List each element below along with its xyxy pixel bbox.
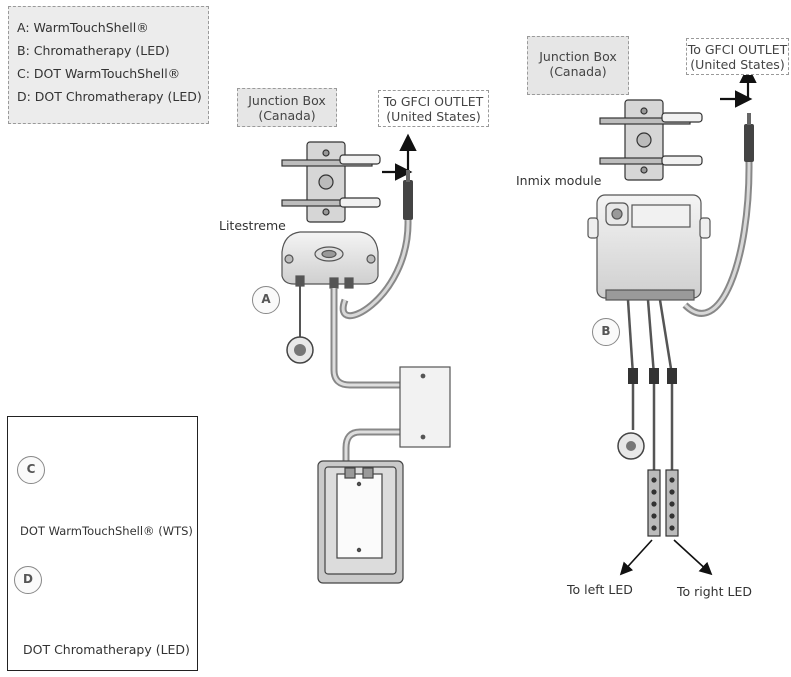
junction-box-right-line1: Junction Box xyxy=(539,49,617,64)
gfci-plug-left-icon xyxy=(339,170,413,320)
led-strip-left-icon xyxy=(647,469,661,537)
litestreme-module-icon xyxy=(281,231,379,289)
accessory-panel xyxy=(7,416,198,671)
panel-caption-c: DOT WarmTouchShell® (WTS) xyxy=(20,524,193,538)
gfci-left-line1: To GFCI OUTLET xyxy=(383,94,484,109)
litestreme-cable-icon xyxy=(330,288,400,470)
led-arrows-icon xyxy=(619,539,713,576)
inmix-module-label: Inmix module xyxy=(516,173,602,188)
wall-switch-icon xyxy=(317,460,404,584)
led-strip-right-icon xyxy=(665,469,679,537)
junction-box-left-label: Junction Box (Canada) xyxy=(237,88,337,127)
legend-item-b: B: Chromatherapy (LED) xyxy=(17,43,170,58)
junction-box-left-line1: Junction Box xyxy=(248,93,326,108)
badge-c: C xyxy=(17,456,45,484)
gfci-arrow-left-icon xyxy=(382,133,417,181)
litestreme-label: Litestreme xyxy=(219,218,286,233)
junction-box-left-line2: (Canada) xyxy=(258,108,316,123)
connector-box-icon xyxy=(399,366,451,448)
gfci-right-label: To GFCI OUTLET (United States) xyxy=(686,38,789,75)
junction-box-right-line2: (Canada) xyxy=(549,64,607,79)
legend-item-a: A: WarmTouchShell® xyxy=(17,20,149,35)
legend-box: A: WarmTouchShell® B: Chromatherapy (LED… xyxy=(8,6,209,124)
badge-a: A xyxy=(252,286,280,314)
warmtouchshell-pendant-icon xyxy=(286,286,314,364)
legend-item-c: C: DOT WarmTouchShell® xyxy=(17,66,181,81)
gfci-right-line1: To GFCI OUTLET xyxy=(687,42,788,57)
gfci-right-line2: (United States) xyxy=(690,57,785,72)
right-led-label: To right LED xyxy=(677,584,752,599)
badge-b: B xyxy=(592,318,620,346)
badge-d: D xyxy=(14,566,42,594)
inmix-wires-icon xyxy=(626,299,677,470)
legend-item-d: D: DOT Chromatherapy (LED) xyxy=(17,89,202,104)
chromatherapy-pendant-icon xyxy=(617,432,645,460)
junction-box-right-icon xyxy=(599,99,703,181)
gfci-left-label: To GFCI OUTLET (United States) xyxy=(378,90,489,127)
gfci-left-line2: (United States) xyxy=(386,109,481,124)
junction-box-left-icon xyxy=(281,141,381,223)
junction-box-right-label: Junction Box (Canada) xyxy=(527,36,629,95)
panel-caption-d: DOT Chromatherapy (LED) xyxy=(23,642,190,657)
left-led-label: To left LED xyxy=(567,582,633,597)
inmix-module-icon xyxy=(587,194,711,301)
gfci-plug-right-icon xyxy=(682,113,754,317)
